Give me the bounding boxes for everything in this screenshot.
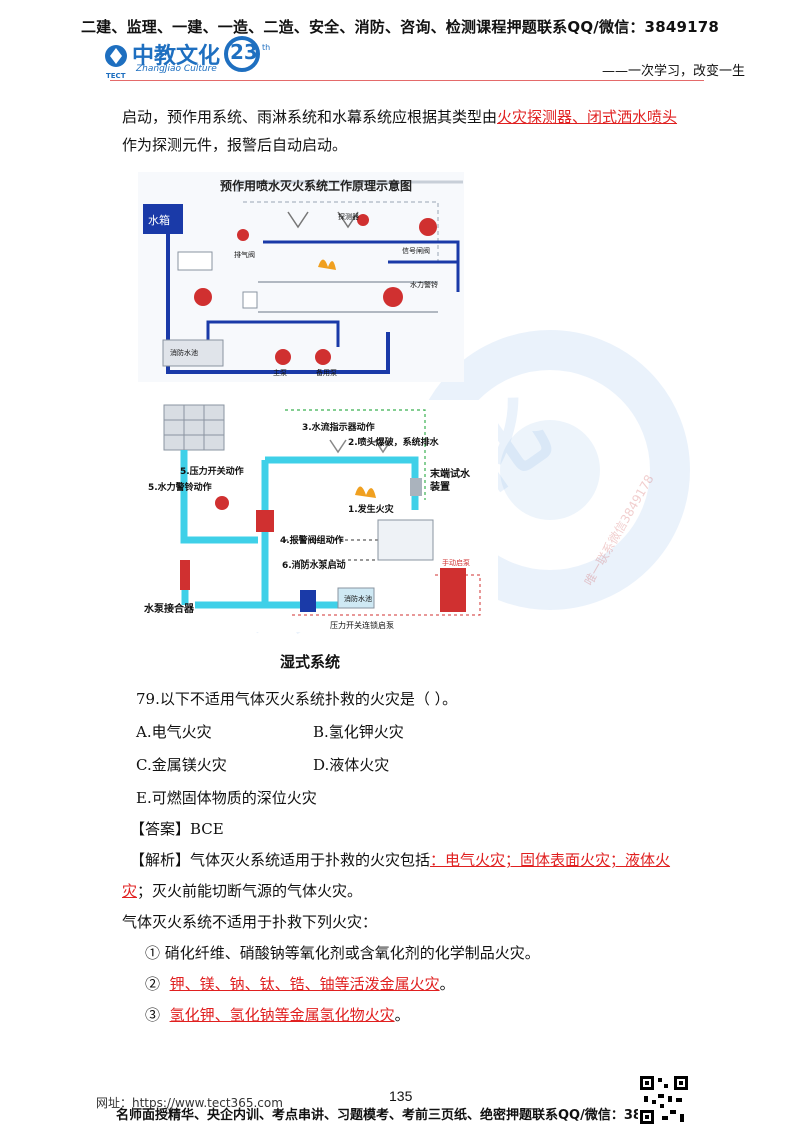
- wet-system-diagram-icon: [140, 400, 498, 632]
- wet-label-pool: 消防水池: [344, 595, 372, 603]
- wet-label-4: 4.报警阀组动作: [280, 536, 344, 546]
- list-item-3-highlight: 氢化钾、氢化钠等金属氢化物火灾: [169, 1006, 395, 1024]
- fig1-label-signal-valve: 信号闸阀: [402, 247, 430, 255]
- fig1-label-exhaust: 排气阀: [234, 251, 255, 259]
- qr-code-icon[interactable]: [638, 1074, 690, 1126]
- logo-icon: TECT th: [105, 36, 270, 80]
- list-item-2: ② 钾、镁、钠、钛、锆、铀等活泼金属火灾。: [145, 974, 455, 994]
- analysis-highlight-cont: 灾: [122, 882, 138, 900]
- intro-text: 启动，预作用系统、雨淋系统和水幕系统应根据其类型由: [122, 108, 498, 126]
- fig1-label-detector: 探测器: [338, 213, 359, 221]
- list-item-1: ① 硝化纤维、硝酸钠等氧化剂或含氧化剂的化学制品火灾。: [145, 944, 540, 962]
- wet-label-end-device: 末端试水装置: [430, 469, 470, 493]
- fig1-label-bell: 水力警铃: [410, 281, 438, 289]
- logo-subtitle: ZhangJiao Culture: [136, 64, 217, 74]
- option-b: B.氢化钾火灾: [313, 723, 404, 741]
- paragraph-intro-cont: 作为探测元件，报警后自动启动。: [122, 136, 348, 154]
- option-e: E.可燃固体物质的深位火灾: [136, 789, 317, 807]
- list-item-2-highlight: 钾、镁、钠、钛、锆、铀等活泼金属火灾: [169, 975, 440, 993]
- wet-label-pump-connector: 水泵接合器: [144, 604, 194, 615]
- figure-preaction-system: 预作用喷水灭火系统工作原理示意图 水箱 消防水池 主泵 备用泵 水力警铃 信号闸…: [138, 172, 464, 382]
- page-number: 135: [389, 1088, 413, 1104]
- analysis-highlight: ：电气火灾；固体表面火灾；液体火: [430, 851, 671, 869]
- logo-anniversary: 23: [230, 40, 258, 64]
- fig1-label-pool: 消防水池: [170, 349, 198, 357]
- header-top-line: 二建、监理、一建、一造、二造、安全、消防、咨询、检测课程押题联系QQ/微信：38…: [80, 18, 720, 36]
- brand-logo: TECT th 中教文化 ZhangJiao Culture 23: [102, 36, 282, 82]
- question-text: 79.以下不适用气体灭火系统扑救的火灾是（ ）。: [136, 690, 458, 708]
- not-applicable-heading: 气体灭火系统不适用于扑救下列火灾：: [122, 913, 378, 931]
- analysis-text: 【解析】气体灭火系统适用于扑救的火灾包括: [130, 851, 431, 869]
- option-c: C.金属镁火灾: [136, 756, 227, 774]
- logo-text: 中教文化: [132, 44, 221, 69]
- wet-label-pressure-link: 压力开关连锁启泵: [330, 621, 394, 630]
- slogan: ——一次学习，改变一生: [602, 64, 746, 79]
- analysis-line1: 【解析】气体灭火系统适用于扑救的火灾包括：电气火灾；固体表面火灾；液体火: [130, 850, 730, 870]
- fig1-label-tank: 水箱: [148, 214, 170, 227]
- fig1-title: 预作用喷水灭火系统工作原理示意图: [220, 179, 413, 193]
- footer-url[interactable]: 网址：https://www.tect365.com: [96, 1096, 283, 1110]
- figure-wet-system: 3.水流指示器动作 2.喷头爆破，系统排水 末端试水装置 5.压力开关动作 5.…: [140, 400, 498, 632]
- wet-label-6: 6.消防水泵启动: [282, 561, 346, 571]
- footer-text: 名师面授精华、央企内训、考点串讲、习题模考、考前三页纸、绝密押题联系QQ/微信：…: [116, 1108, 688, 1123]
- svg-text:TECT: TECT: [106, 72, 126, 80]
- figure-caption: 湿式系统: [280, 653, 341, 671]
- wet-label-5: 5.水力警铃动作: [148, 483, 212, 493]
- answer: 【答案】BCE: [130, 820, 224, 838]
- header-divider: [110, 80, 704, 81]
- list-item-2-num: ②: [145, 975, 161, 993]
- preaction-diagram-icon: [138, 172, 464, 382]
- wet-label-1: 1.发生火灾: [348, 505, 394, 515]
- analysis-text-cont: ；灭火前能切断气源的气体火灾。: [137, 882, 363, 900]
- svg-text:th: th: [262, 43, 270, 52]
- list-item-3-end: 。: [394, 1006, 410, 1024]
- intro-highlight: 火灾探测器、闭式洒水喷头: [497, 108, 678, 126]
- analysis-line2: 灾；灭火前能切断气源的气体火灾。: [122, 881, 362, 901]
- wet-label-3: 3.水流指示器动作: [302, 423, 375, 433]
- wet-label-manual: 手动启泵: [442, 559, 470, 567]
- option-d: D.液体火灾: [313, 756, 390, 774]
- paragraph-intro: 启动，预作用系统、雨淋系统和水幕系统应根据其类型由火灾探测器、闭式洒水喷头: [122, 107, 722, 127]
- fig1-label-main-pump: 主泵: [273, 369, 287, 377]
- wet-label-2: 2.喷头爆破，系统排水: [348, 438, 439, 448]
- list-item-3-num: ③: [145, 1006, 161, 1024]
- list-item-2-end: 。: [439, 975, 455, 993]
- wet-label-5b: 5.压力开关动作: [180, 467, 244, 477]
- fig1-label-backup-pump: 备用泵: [316, 369, 337, 377]
- option-a: A.电气火灾: [136, 723, 212, 741]
- list-item-3: ③ 氢化钾、氢化钠等金属氢化物火灾。: [145, 1005, 410, 1025]
